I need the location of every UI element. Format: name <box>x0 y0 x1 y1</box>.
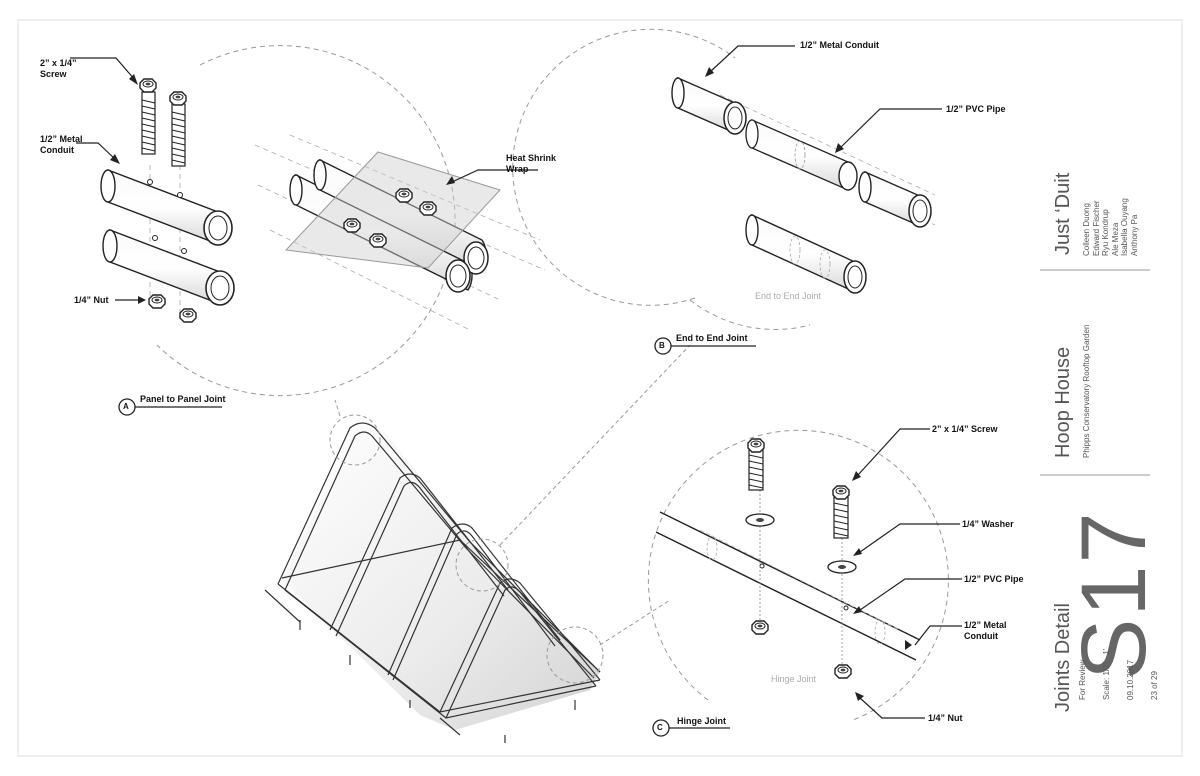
member-1: Colleen Duong <box>1082 203 1091 256</box>
label-heat-shrink-line2: Wrap <box>506 164 529 174</box>
detail-a-drawing <box>70 45 546 397</box>
conduit-upper-icon <box>100 168 233 246</box>
project-location: Phipps Conservatory Rooftop Garden <box>1082 324 1091 458</box>
label-conduit-a-line1: 1/2” Metal <box>40 134 83 144</box>
label-heat-shrink: Heat Shrink Wrap <box>506 153 556 175</box>
label-pvc-c: 1/2” PVC Pipe <box>964 574 1024 584</box>
title-end-to-end-joint: End to End Joint <box>676 333 748 343</box>
member-4: Ale Meza <box>1110 222 1120 256</box>
team-name: Just ‘Duit <box>1052 172 1074 255</box>
label-nut-a: 1/4” Nut <box>74 295 109 305</box>
hinge-screw-right-icon <box>832 485 850 539</box>
label-conduit-c: 1/2” Metal Conduit <box>964 620 1007 642</box>
assembled-conduit-icon <box>289 158 489 293</box>
inner-label-end-to-end: End to End Joint <box>755 291 822 301</box>
title-panel-to-panel-joint: Panel to Panel Joint <box>140 394 226 404</box>
hoop-house-drawing <box>264 344 691 743</box>
washer-right-icon <box>827 560 857 574</box>
sheet-page: 23 of 29 <box>1150 671 1159 700</box>
label-screw-a-line2: Screw <box>40 69 67 79</box>
hinge-nut-left-icon <box>751 620 769 635</box>
member-5: Isabella Ouyang <box>1120 198 1129 256</box>
detail-c-drawing <box>647 428 962 721</box>
label-conduit-c-line1: 1/2” Metal <box>964 620 1007 630</box>
label-nut-c: 1/4” Nut <box>928 713 963 723</box>
sheet-scale: Scale: 1/2” - 1’ <box>1102 648 1111 700</box>
label-washer-c: 1/4” Washer <box>962 519 1014 529</box>
label-heat-shrink-line1: Heat Shrink <box>506 153 557 163</box>
project-name: Hoop House <box>1052 346 1074 458</box>
team-members: Colleen Duong Edward Fischer Ryu Kondrup… <box>1082 198 1139 256</box>
label-conduit-b: 1/2” Metal Conduit <box>800 40 880 50</box>
long-conduit-icon <box>655 511 921 661</box>
assembled-end-joint-icon <box>745 213 867 294</box>
conduit-lower-icon <box>102 228 235 306</box>
label-screw-a-line1: 2” x 1/4” <box>40 58 77 68</box>
marker-a-letter: A <box>123 402 129 411</box>
detail-markers <box>118 337 756 737</box>
sheet-number: S17 <box>1063 510 1165 680</box>
label-screw-a: 2” x 1/4” Screw <box>40 58 77 80</box>
washer-left-icon <box>745 513 775 527</box>
label-conduit-a: 1/2” Metal Conduit <box>40 134 83 156</box>
label-conduit-a-line2: Conduit <box>40 145 74 155</box>
screw-right-icon <box>169 91 187 167</box>
nut-left-icon <box>148 294 166 309</box>
heat-shrink-wrap-icon <box>284 151 501 269</box>
member-2: Edward Fischer <box>1091 200 1101 256</box>
member-3: Ryu Kondrup <box>1101 209 1110 256</box>
marker-b-letter: B <box>659 341 665 350</box>
sheet-date: 09.10.2017 <box>1126 659 1135 700</box>
sheet-status: For Review <box>1078 659 1087 700</box>
conduit-left-icon <box>671 76 747 135</box>
conduit-right-icon <box>858 170 932 228</box>
marker-c-letter: C <box>657 723 663 732</box>
inner-label-hinge: Hinge Joint <box>771 674 817 684</box>
label-screw-c: 2” x 1/4” Screw <box>932 424 998 434</box>
label-pvc-b: 1/2” PVC Pipe <box>946 104 1006 114</box>
title-hinge-joint: Hinge Joint <box>677 716 726 726</box>
screw-left-icon <box>139 78 157 155</box>
hinge-nut-right-icon <box>834 664 852 679</box>
member-6: Anthony Pa <box>1129 214 1139 256</box>
title-block-dividers <box>1040 269 1150 476</box>
pvc-pipe-icon <box>745 119 858 191</box>
detail-b-drawing <box>512 28 942 330</box>
hinge-screw-left-icon <box>747 438 765 491</box>
nut-right-icon <box>179 308 197 323</box>
label-conduit-c-line2: Conduit <box>964 631 998 641</box>
sheet-title: Joints Detail <box>1052 603 1074 712</box>
